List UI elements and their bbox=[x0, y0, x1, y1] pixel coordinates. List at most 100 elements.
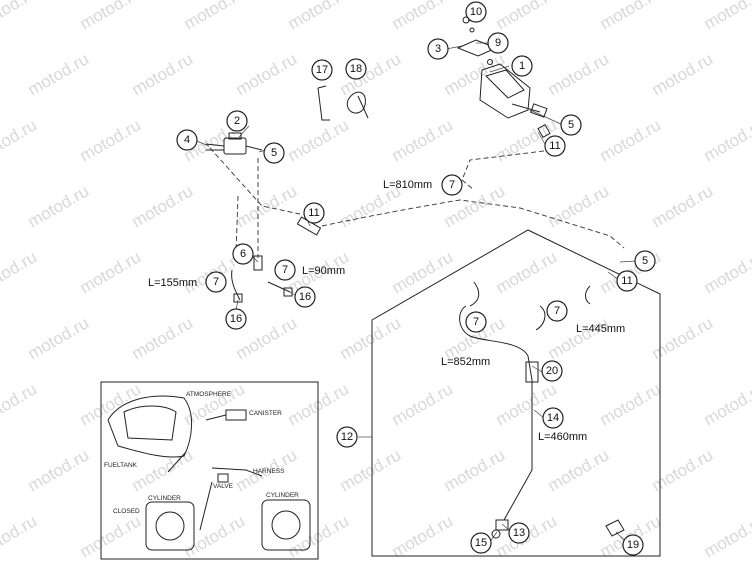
svg-text:15: 15 bbox=[475, 537, 487, 549]
watermark-text: motod.ru bbox=[77, 0, 145, 33]
watermark-text: motod.ru bbox=[701, 379, 752, 429]
svg-text:5: 5 bbox=[271, 147, 277, 159]
callout-part-5a: 5 bbox=[263, 142, 285, 164]
watermark-text: motod.ru bbox=[181, 0, 249, 33]
inset-label-fueltank: FUELTANK bbox=[104, 462, 138, 469]
watermark-text: motod.ru bbox=[389, 115, 457, 165]
watermark-text: motod.ru bbox=[649, 49, 717, 99]
callout-part-9: 9 bbox=[487, 32, 509, 54]
svg-text:20: 20 bbox=[546, 365, 558, 377]
watermark-text: motod.ru bbox=[389, 0, 457, 33]
callout-part-10: 10 bbox=[465, 1, 487, 23]
inset-label-valve: VALVE bbox=[213, 483, 234, 490]
svg-text:16: 16 bbox=[299, 291, 311, 303]
callout-part-7e: 7 bbox=[546, 300, 568, 322]
callout-part-7d: 7 bbox=[465, 311, 487, 333]
svg-text:3: 3 bbox=[435, 43, 441, 55]
watermark-text: motod.ru bbox=[25, 49, 93, 99]
callout-part-19: 19 bbox=[622, 534, 644, 556]
callout-part-11c: 11 bbox=[616, 270, 638, 292]
watermark-text: motod.ru bbox=[545, 181, 613, 231]
watermark-text: motod.ru bbox=[0, 511, 40, 561]
svg-text:7: 7 bbox=[449, 179, 455, 191]
hose-routes bbox=[209, 147, 625, 258]
svg-text:5: 5 bbox=[568, 119, 574, 131]
inset-label-canister: CANISTER bbox=[249, 410, 282, 417]
length-label-852: L=852mm bbox=[441, 356, 490, 368]
group-12-frame bbox=[371, 229, 661, 557]
watermark-text: motod.ru bbox=[701, 0, 752, 33]
part-callouts: 1 2 3 4 5 5 5 6 7 7 7 7 7 9 10 11 11 11 … bbox=[176, 1, 656, 556]
svg-text:11: 11 bbox=[308, 207, 319, 219]
watermark-text: motod.ru bbox=[181, 511, 249, 561]
watermark-text: motod.ru bbox=[493, 247, 561, 297]
watermark-text: motod.ru bbox=[0, 379, 40, 429]
left-hoses bbox=[231, 216, 322, 303]
svg-text:6: 6 bbox=[240, 248, 246, 260]
inset-label-harness: HARNESS bbox=[253, 468, 285, 475]
callout-part-3: 3 bbox=[427, 38, 449, 60]
svg-text:16: 16 bbox=[230, 313, 242, 325]
watermark-text: motod.ru bbox=[77, 247, 145, 297]
watermark-text: motod.ru bbox=[77, 379, 145, 429]
svg-text:7: 7 bbox=[473, 316, 479, 328]
watermark-text: motod.ru bbox=[389, 247, 457, 297]
callout-part-16a: 16 bbox=[225, 308, 247, 330]
watermark-text: motod.ru bbox=[389, 511, 457, 561]
watermark-text: motod.ru bbox=[337, 445, 405, 495]
watermark-text: motod.ru bbox=[701, 247, 752, 297]
callout-part-5b: 5 bbox=[560, 114, 582, 136]
svg-text:7: 7 bbox=[282, 264, 288, 276]
svg-text:2: 2 bbox=[234, 115, 240, 127]
callout-part-1: 1 bbox=[511, 55, 533, 77]
callout-part-5c: 5 bbox=[634, 250, 656, 272]
callout-part-7c: 7 bbox=[205, 271, 227, 293]
svg-text:17: 17 bbox=[316, 64, 328, 76]
length-label-155: L=155mm bbox=[148, 277, 197, 289]
watermark-text: motod.ru bbox=[597, 0, 665, 33]
svg-text:14: 14 bbox=[547, 412, 559, 424]
watermark-text: motod.ru bbox=[25, 313, 93, 363]
svg-text:12: 12 bbox=[341, 431, 353, 443]
callout-part-7b: 7 bbox=[274, 259, 296, 281]
svg-text:4: 4 bbox=[184, 134, 190, 146]
watermark-text: motod.ru bbox=[389, 379, 457, 429]
watermark-text: motod.ru bbox=[649, 313, 717, 363]
watermark-text: motod.ru bbox=[25, 445, 93, 495]
watermark-text: motod.ru bbox=[233, 49, 301, 99]
watermark-text: motod.ru bbox=[649, 181, 717, 231]
inset-label-cylinder-left: CYLINDER bbox=[148, 495, 181, 502]
length-label-90: L=90mm bbox=[302, 265, 345, 277]
watermark-text: motod.ru bbox=[337, 49, 405, 99]
svg-text:7: 7 bbox=[554, 305, 560, 317]
watermark-text: motod.ru bbox=[181, 379, 249, 429]
callout-part-12: 12 bbox=[336, 426, 358, 448]
callout-part-11a: 11 bbox=[544, 135, 566, 157]
watermark-text: motod.ru bbox=[0, 247, 40, 297]
watermark-text: motod.ru bbox=[441, 49, 509, 99]
watermark-text: motod.ru bbox=[129, 313, 197, 363]
svg-text:18: 18 bbox=[350, 63, 362, 75]
length-label-445: L=445mm bbox=[576, 323, 625, 335]
group-12-parts bbox=[459, 281, 625, 539]
inset-label-closed: CLOSED bbox=[113, 508, 140, 515]
watermark-text: motod.ru bbox=[597, 115, 665, 165]
callout-part-6: 6 bbox=[232, 243, 254, 265]
inset-label-cylinder-right: CYLINDER bbox=[266, 492, 299, 499]
svg-text:1: 1 bbox=[519, 60, 525, 72]
purge-valve bbox=[205, 132, 263, 155]
watermark-text: motod.ru bbox=[285, 0, 353, 33]
callout-part-15: 15 bbox=[470, 532, 492, 554]
callout-part-18: 18 bbox=[345, 58, 367, 80]
callout-part-14: 14 bbox=[542, 407, 564, 429]
callout-part-13: 13 bbox=[508, 522, 530, 544]
svg-text:10: 10 bbox=[470, 6, 482, 18]
svg-text:5: 5 bbox=[642, 255, 648, 267]
watermark-text: motod.ru bbox=[597, 379, 665, 429]
watermark-text: motod.ru bbox=[77, 115, 145, 165]
watermark-text: motod.ru bbox=[337, 313, 405, 363]
svg-text:7: 7 bbox=[213, 276, 219, 288]
watermark-text: motod.ru bbox=[77, 511, 145, 561]
